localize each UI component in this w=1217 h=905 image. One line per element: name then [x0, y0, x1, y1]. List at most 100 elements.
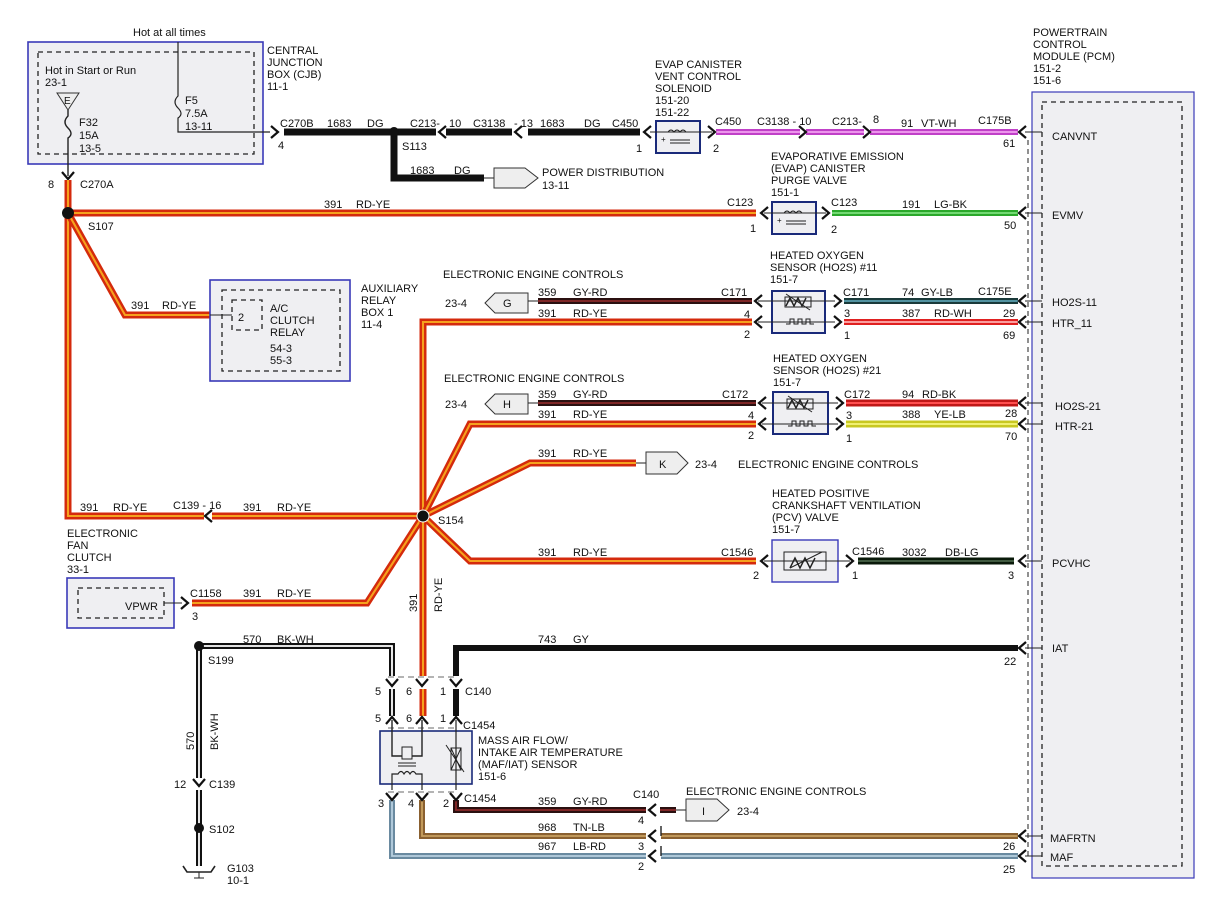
eec-ref-i: 23-4: [737, 806, 759, 818]
ground-g103-icon: [182, 865, 216, 879]
splice-s154[interactable]: [416, 509, 430, 523]
s113-label: S113: [402, 141, 427, 153]
evap-purge-valve[interactable]: +: [764, 201, 826, 235]
svg-text:HEATED OXYGEN: HEATED OXYGEN: [770, 250, 864, 262]
flag-k-icon[interactable]: [645, 451, 689, 475]
pcm-module[interactable]: POWERTRAIN CONTROL MODULE (PCM) 151-2 15…: [1027, 27, 1195, 879]
relay-name: RELAY: [270, 327, 306, 339]
c140-top-label: C140: [465, 686, 491, 698]
c3138-pin: - 13: [514, 118, 533, 130]
ho2s21-pin: 28: [1005, 408, 1017, 420]
wire-bkwh-label: BK-WH: [277, 634, 314, 646]
power-distribution-label: POWER DISTRIBUTION: [542, 167, 664, 179]
thermistor-icon: [450, 747, 462, 771]
pcm-title: POWERTRAIN CONTROL MODULE (PCM) 151-2 15…: [1033, 27, 1115, 87]
wire-gyrd-label: GY-RD: [573, 796, 607, 808]
c172-left-pin: 2: [748, 430, 754, 442]
splice-s199[interactable]: [194, 641, 204, 651]
eec-label-h: ELECTRONIC ENGINE CONTROLS: [444, 373, 624, 385]
flag-k-letter: K: [659, 459, 667, 471]
svg-text:151-7: 151-7: [770, 274, 798, 286]
flag-e-letter: E: [64, 96, 71, 107]
wire-743-label: 743: [538, 634, 556, 646]
c1158-label: C1158: [190, 588, 222, 600]
f5-name: F5: [185, 95, 198, 107]
fan-clutch-module[interactable]: VPWR: [66, 577, 182, 629]
wire-743-gy[interactable]: [453, 645, 1018, 676]
s107-label: S107: [88, 221, 114, 233]
c270b-pin: 4: [278, 140, 284, 152]
svg-text:CRANKSHAFT VENTILATION: CRANKSHAFT VENTILATION: [772, 500, 921, 512]
wire-1683-dg-branch[interactable]: [390, 132, 484, 182]
c1454-bottom-pin: 4: [408, 798, 414, 810]
svg-text:(PCV) VALVE: (PCV) VALVE: [772, 512, 839, 524]
c123-left-label: C123: [727, 197, 753, 209]
svg-text:33-1: 33-1: [67, 564, 89, 576]
c139-16-label: C139 - 16: [173, 500, 221, 512]
c1454-pin: 1: [440, 713, 446, 725]
c123-right-pin: 2: [831, 224, 837, 236]
c450-left-pin: 1: [636, 143, 642, 155]
iat-pin: 22: [1004, 656, 1016, 668]
flag-i-icon[interactable]: [685, 798, 730, 822]
mafrtn-pin: 26: [1003, 841, 1015, 853]
c172-left-pin: 4: [748, 410, 754, 422]
pcm-pin-htr21: HTR-21: [1055, 421, 1094, 433]
fan-clutch-title: ELECTRONIC FAN CLUTCH 33-1: [67, 528, 138, 576]
flag-g-letter: G: [503, 298, 512, 310]
ho2s-21-sensor[interactable]: [762, 391, 838, 435]
wire-391-rdye-stripe: [67, 212, 210, 317]
heater-icon: [786, 318, 814, 325]
flag-i-letter: I: [702, 806, 705, 818]
wire-391-rdye-stripe: [421, 320, 752, 516]
svg-text:SOLENOID: SOLENOID: [655, 83, 712, 95]
auxiliary-relay-box[interactable]: 2 A/C CLUTCH RELAY 54-3 55-3: [209, 279, 351, 382]
power-distribution-flag-icon[interactable]: [493, 167, 539, 189]
wire-191-label: 191: [902, 199, 920, 211]
svg-text:RELAY: RELAY: [361, 295, 397, 307]
central-junction-box[interactable]: Hot at all times Hot in Start or Run 23-…: [27, 27, 323, 176]
splice-s102[interactable]: [194, 823, 204, 833]
evap-vent-solenoid[interactable]: +: [650, 120, 712, 154]
f5-amp: 7.5A: [185, 108, 208, 120]
eec-ref-h: 23-4: [445, 399, 467, 411]
wire-rdye-label: RD-YE: [573, 409, 607, 421]
splice-s113[interactable]: [389, 127, 399, 137]
c140-pin: 5: [375, 686, 381, 698]
maf-iat-sensor[interactable]: [379, 720, 473, 790]
wire-968-label: 968: [538, 822, 556, 834]
svg-text:CLUTCH: CLUTCH: [67, 552, 112, 564]
flag-g-icon[interactable]: [484, 292, 529, 314]
wire-dg-label: DG: [454, 165, 471, 177]
wire-967-lbrd-stripe: [391, 800, 646, 857]
pcv-valve[interactable]: [764, 539, 850, 583]
evap-purge-title: EVAPORATIVE EMISSION (EVAP) CANISTER PUR…: [771, 151, 904, 199]
svg-text:(EVAP) CANISTER: (EVAP) CANISTER: [771, 163, 866, 175]
flag-h-icon[interactable]: [484, 393, 529, 415]
wire-gyrd-label: GY-RD: [573, 287, 607, 299]
f32-ref: 13-5: [79, 143, 101, 155]
wire-bkwh-label: BK-WH: [209, 713, 221, 750]
wire-dg-label: DG: [584, 118, 601, 130]
relay-name: A/C: [270, 303, 288, 315]
svg-text:JUNCTION: JUNCTION: [267, 57, 323, 69]
svg-text:151-1: 151-1: [771, 187, 799, 199]
wire-rdye-label: RD-YE: [573, 547, 607, 559]
wire-391-rdye-stripe: [422, 422, 756, 517]
wire-391-label: 391: [538, 308, 556, 320]
power-distribution-ref: 13-11: [542, 180, 569, 192]
splice-s107[interactable]: [62, 207, 74, 219]
ho2s-11-sensor[interactable]: [758, 290, 835, 334]
c450-right-label: C450: [715, 116, 741, 128]
eec-label-g: ELECTRONIC ENGINE CONTROLS: [443, 269, 623, 281]
c171-left-label: C171: [721, 287, 747, 299]
fuse-f5-icon: [174, 42, 270, 133]
c171-right-pin: 1: [844, 330, 850, 342]
solenoid-coil-icon: [667, 129, 687, 133]
wire-391-rdye[interactable]: [421, 459, 636, 520]
flag-h-letter: H: [503, 399, 511, 411]
svg-text:SENSOR (HO2S) #11: SENSOR (HO2S) #11: [770, 262, 877, 274]
s102-label: S102: [209, 824, 235, 836]
wire-gyrd-label: GY-RD: [573, 389, 607, 401]
